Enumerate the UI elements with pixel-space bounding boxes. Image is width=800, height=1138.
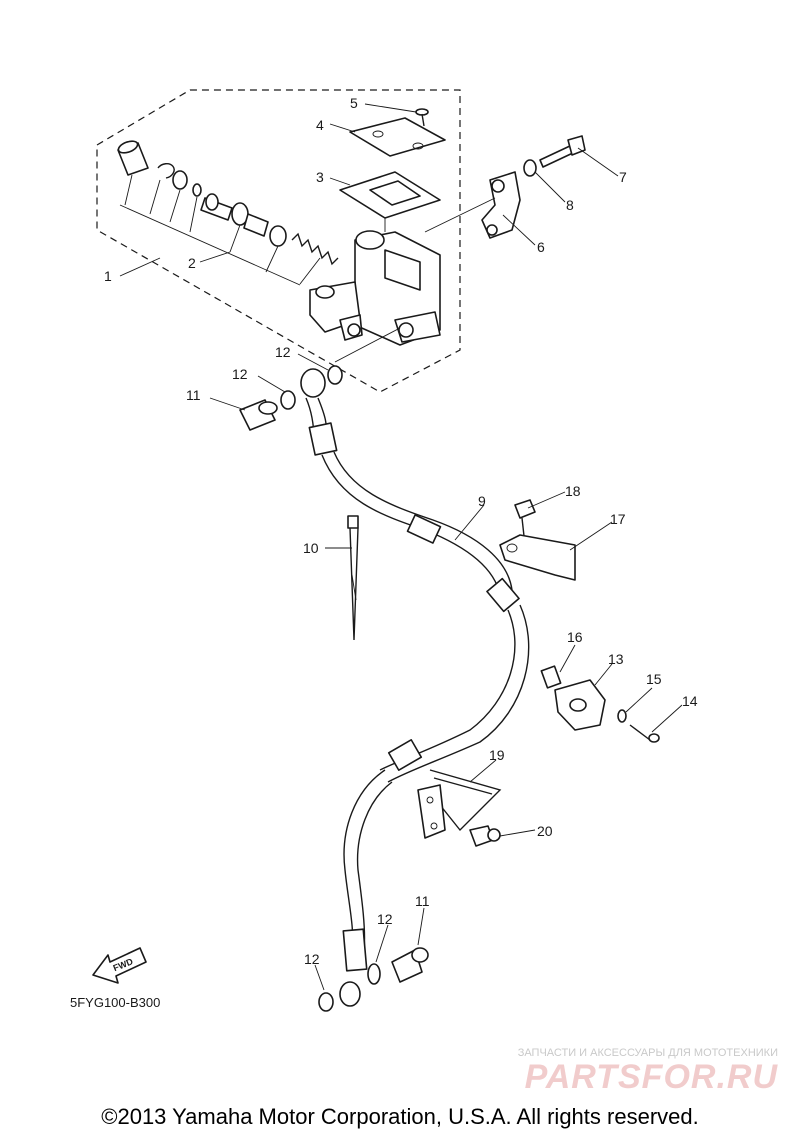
callout-20: 20 [537,823,553,839]
callout-10: 10 [303,540,319,556]
gasket [318,992,334,1012]
gasket [327,365,343,385]
callout-16: 16 [567,629,583,645]
callout-leaders [119,103,683,991]
callout-12-d: 12 [304,951,320,967]
diaphragm [339,171,441,232]
holder-bolt-18 [514,499,536,537]
watermark-brand: PARTSFOR.RU [525,1058,779,1096]
callout-12-c: 12 [377,911,393,927]
guide-washer [617,709,627,723]
piston-kit-parts [117,140,339,286]
callout-2: 2 [188,255,196,271]
fwd-arrow-icon: FWD [92,947,147,984]
holder-washer [523,159,537,177]
diagram-code: 5FYG100-B300 [70,995,160,1010]
callout-14: 14 [682,693,698,709]
callout-7: 7 [619,169,627,185]
callout-12-b: 12 [275,344,291,360]
handlebar-holder [481,171,521,239]
assembly-boundary [96,89,461,393]
clip-bolt [469,825,501,847]
callout-1: 1 [104,268,112,284]
gasket [280,390,296,410]
callout-5: 5 [350,95,358,111]
guide-bolt [629,724,660,743]
callout-11-upper: 11 [186,387,201,403]
holder-bolt [539,135,586,168]
callout-13: 13 [608,651,624,667]
callout-4: 4 [316,117,324,133]
hose-holder [499,534,576,581]
brake-hose [300,368,530,1007]
collar [540,665,562,689]
union-bolt-lower [391,947,429,983]
master-cylinder-body [309,230,441,346]
hose-guide [554,679,606,731]
screw [415,108,429,127]
hose-clip [417,769,502,839]
union-bolt-upper [239,399,278,431]
callout-8: 8 [566,197,574,213]
copyright-text: ©2013 Yamaha Motor Corporation, U.S.A. A… [101,1104,698,1129]
callout-18: 18 [565,483,581,499]
reservoir-cover [349,117,446,157]
callout-12-a: 12 [232,366,248,382]
callout-17: 17 [610,511,626,527]
callout-6: 6 [537,239,545,255]
callout-9: 9 [478,493,486,509]
callout-19: 19 [489,747,505,763]
cable-tie [347,515,359,641]
watermark-tagline: ЗАПЧАСТИ И АКСЕССУАРЫ ДЛЯ МОТОТЕХНИКИ [518,1047,778,1059]
callout-15: 15 [646,671,662,687]
callout-3: 3 [316,169,324,185]
callout-11-lower: 11 [415,893,430,909]
gasket [367,963,381,985]
